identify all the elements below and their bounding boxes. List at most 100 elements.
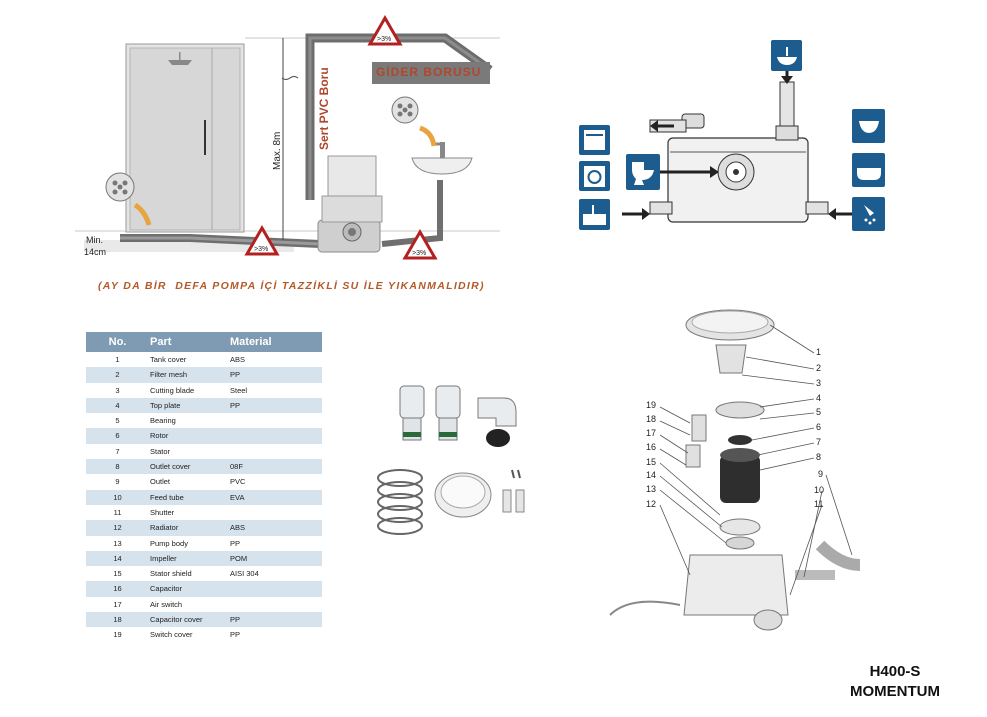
part-name: Switch cover [149, 627, 230, 643]
part-number: 16 [86, 581, 149, 597]
part-name: Shutter [149, 504, 230, 521]
part-material: PVC [230, 474, 322, 490]
part-name: Radiator [149, 520, 230, 536]
grate-cover [434, 472, 492, 518]
part-material: POM [230, 550, 322, 567]
model-label: H400-S MOMENTUM [830, 662, 960, 702]
pump-unit [317, 155, 383, 253]
pipe-label: GİDER BORUSU [376, 64, 481, 79]
wall-plugs [502, 469, 525, 513]
part-number: 11 [86, 504, 149, 521]
part-name: Capacitor [149, 581, 230, 597]
callout-number: 10 [814, 485, 824, 495]
pvc-label: Sert PVC Boru [317, 67, 331, 150]
part-number: 3 [86, 382, 149, 398]
part-material: PP [230, 367, 322, 383]
part-number: 9 [86, 474, 149, 490]
callout-number: 8 [816, 452, 821, 462]
callout-number: 1 [816, 347, 821, 357]
macerator-box [649, 81, 829, 223]
part-name: Air switch [149, 596, 230, 613]
part-name: Bearing [149, 413, 230, 429]
header-no: No. [86, 332, 149, 352]
part-material [230, 428, 322, 444]
part-material: ABS [230, 352, 322, 368]
part-material [230, 413, 322, 429]
washing-machine-icon [579, 161, 610, 191]
callout-number: 11 [814, 499, 823, 509]
part-name: Stator shield [149, 566, 230, 582]
pump-body-part [683, 554, 789, 631]
table-header-row: No. Part Material [86, 332, 322, 352]
callout-number: 9 [818, 469, 823, 479]
slope-warning-icon-left: >3% [244, 224, 280, 256]
capacitor-part [685, 414, 707, 468]
accessory-kit [377, 385, 525, 535]
part-name: Impeller [149, 550, 230, 567]
tank-cover-part [685, 309, 775, 341]
max-height-label: Max. 8m [272, 132, 283, 170]
part-material: 08F [230, 459, 322, 475]
part-name: Cutting blade [149, 382, 230, 398]
leader-lines [659, 324, 853, 596]
impeller-part [719, 518, 761, 550]
callout-number: 3 [816, 378, 821, 388]
shower-cabin [125, 43, 245, 233]
part-name: Rotor [149, 428, 230, 444]
callout-number: 2 [816, 363, 821, 373]
model-name: MOMENTUM [850, 683, 940, 700]
part-name: Filter mesh [149, 367, 230, 383]
part-number: 4 [86, 397, 149, 414]
part-number: 13 [86, 535, 149, 551]
sink-icon [771, 40, 802, 71]
header-part: Part [149, 332, 230, 352]
part-name: Tank cover [149, 352, 230, 368]
part-number: 2 [86, 367, 149, 383]
part-number: 5 [86, 413, 149, 429]
callout-number: 5 [816, 407, 821, 417]
callout-number: 17 [646, 428, 656, 438]
callout-number: 14 [646, 470, 656, 480]
callout-number: 4 [816, 393, 821, 403]
sink-drain-pipe [381, 180, 443, 247]
dishwasher-icon [579, 125, 610, 155]
part-material: PP [230, 535, 322, 551]
part-number: 18 [86, 612, 149, 628]
callout-number: 7 [816, 437, 821, 447]
part-number: 6 [86, 428, 149, 444]
part-name: Pump body [149, 535, 230, 551]
sink-grate-icon [391, 96, 437, 147]
part-name: Outlet [149, 474, 230, 490]
part-name: Capacitor cover [149, 612, 230, 628]
slope-warning-icon-top: >3% [367, 14, 403, 46]
part-material: PP [230, 612, 322, 628]
wash-basin [411, 142, 473, 175]
top-plate-part [715, 401, 765, 419]
part-number: 14 [86, 550, 149, 567]
drain-grate-icon [105, 172, 152, 226]
callout-number: 16 [646, 442, 656, 452]
part-name: Feed tube [149, 489, 230, 505]
outlet-hose-part [795, 540, 861, 580]
kitchen-sink-icon [579, 199, 610, 230]
maintenance-warning: (AY DA BİR DEFA POMPA İÇİ TAZZİKLİ SU İL… [98, 280, 485, 292]
svg-text:>3%: >3% [412, 250, 426, 257]
connection-schematic [579, 40, 885, 231]
callout-number: 13 [646, 484, 656, 494]
part-material [230, 443, 322, 460]
